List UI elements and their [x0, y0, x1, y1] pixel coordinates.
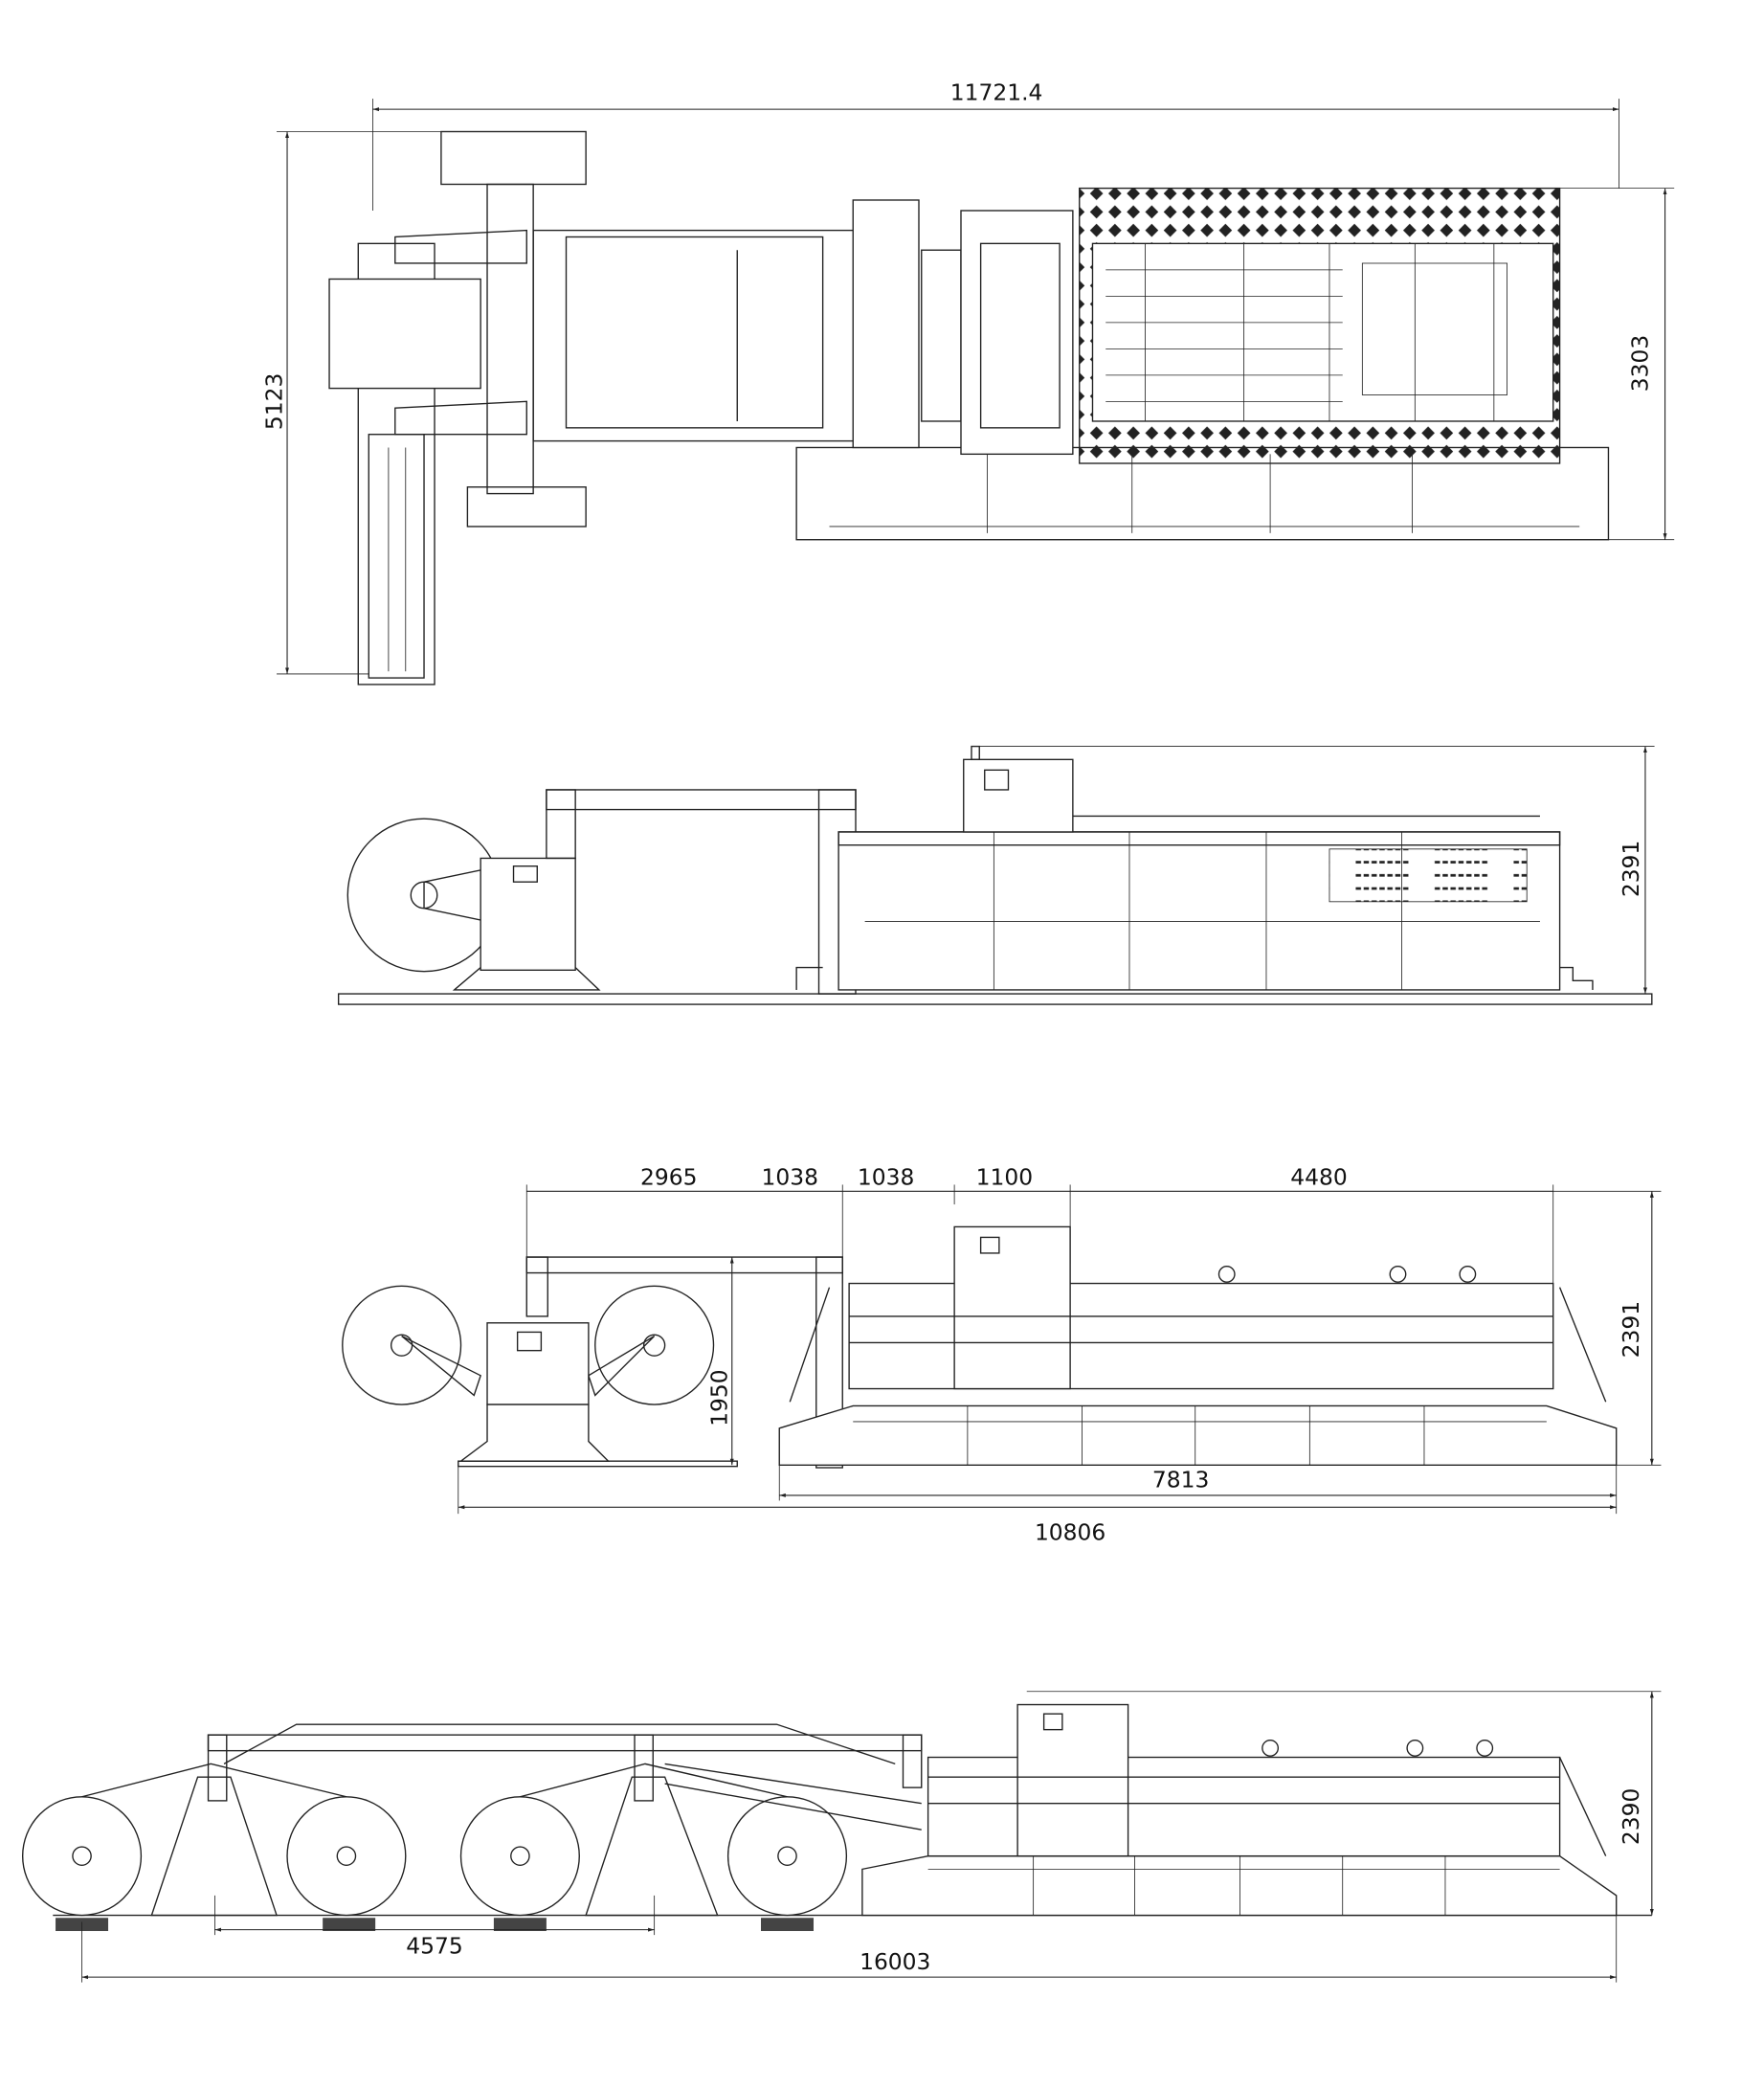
dim-label: 11721.4	[950, 79, 1043, 105]
dimension-overall-length: 16003	[81, 1915, 1618, 1983]
dimension-overall-length: 11721.4	[371, 79, 1619, 211]
dimension-main-width: 3303	[1559, 188, 1675, 541]
dimension-stand-height: 1950	[705, 1257, 734, 1466]
machine-side-outline	[337, 745, 1653, 1005]
dimension-overall-width: 5123	[261, 131, 455, 675]
dim-label: 4480	[1290, 1163, 1347, 1190]
dim-label: 10806	[1035, 1519, 1105, 1546]
machine-top-outline	[328, 130, 1610, 685]
machine-side-outline	[342, 1225, 1618, 1469]
side-view-double-roll: 2965 1038 1038 1100 4480	[342, 1163, 1662, 1546]
side-view-single-roll: 2391	[337, 745, 1655, 1005]
dim-label: 7813	[1152, 1467, 1209, 1494]
dim-label: 16003	[860, 1948, 930, 1975]
dimension-height: 2391	[1552, 1190, 1662, 1466]
top-view: 11721.4 5123 3303	[261, 79, 1675, 685]
dimension-chain-top: 2965 1038 1038 1100 4480	[525, 1163, 1554, 1284]
dimension-overall-length: 10806	[458, 1465, 1617, 1546]
side-view-quad-roll: 2390 4575 16003	[21, 1691, 1662, 1983]
dimension-height: 2391	[973, 746, 1655, 995]
dim-label: 1950	[705, 1369, 732, 1426]
dim-label: 5123	[261, 373, 288, 430]
dim-label: 2390	[1618, 1788, 1644, 1845]
dim-label: 2391	[1618, 1301, 1644, 1358]
dimension-height: 2390	[1026, 1691, 1662, 1916]
dim-label: 4575	[406, 1932, 462, 1959]
dim-label: 1038	[858, 1163, 914, 1190]
dim-label: 2965	[640, 1163, 697, 1190]
dim-label: 2391	[1618, 841, 1644, 897]
dimension-stand-spacing: 4575	[214, 1895, 656, 1959]
machine-side-outline	[21, 1703, 1652, 1932]
dim-label: 1038	[762, 1163, 818, 1190]
dim-label: 3303	[1627, 335, 1654, 392]
dim-label: 1100	[976, 1163, 1033, 1190]
dimension-machine-length: 7813	[778, 1465, 1618, 1515]
